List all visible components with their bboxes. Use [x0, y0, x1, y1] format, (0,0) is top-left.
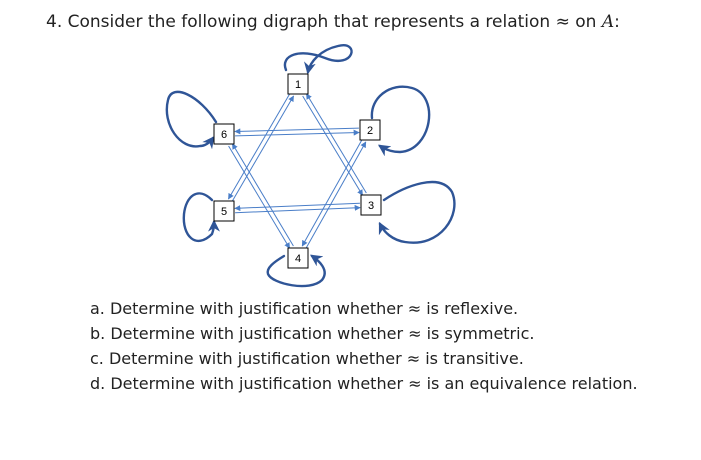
node-2-label: 2	[367, 125, 373, 137]
edge-4-to-6	[231, 143, 294, 247]
question-b-text: Determine with justification whether ≈ i…	[110, 324, 535, 343]
self-loop-3	[378, 180, 456, 244]
edge-1-to-5	[227, 93, 291, 200]
node-2: 2	[359, 119, 381, 141]
self-loops	[165, 44, 456, 288]
self-loop-2	[370, 85, 431, 157]
node-1-label: 1	[295, 79, 301, 91]
digraph: 1 2 3 4 5 6	[165, 44, 456, 288]
question-a-label: a.	[90, 299, 105, 318]
question-c-label: c.	[90, 349, 104, 368]
question-d-label: d.	[90, 374, 106, 393]
question-c: c. Determine with justification whether …	[90, 346, 650, 371]
node-6-label: 6	[221, 129, 227, 141]
question-a-text: Determine with justification whether ≈ i…	[109, 299, 519, 318]
question-b: b. Determine with justification whether …	[90, 321, 650, 346]
self-loop-1	[283, 44, 353, 75]
edge-6-to-2	[235, 129, 360, 137]
edge-3-to-1	[306, 93, 367, 194]
node-6: 6	[213, 123, 235, 145]
problem-title: 4. Consider the following digraph that r…	[46, 12, 620, 32]
edge-5-to-3	[235, 204, 361, 214]
node-1: 1	[287, 73, 309, 95]
node-3: 3	[360, 194, 382, 216]
node-5: 5	[213, 200, 235, 222]
edge-4-to-2	[305, 141, 367, 249]
edge-5-to-1	[231, 95, 295, 202]
nodes: 1 2 3 4 5 6	[213, 73, 382, 269]
question-a: a. Determine with justification whether …	[90, 296, 650, 321]
problem-number: 4.	[46, 12, 63, 32]
edge-3-to-5	[234, 202, 360, 212]
question-b-label: b.	[90, 324, 106, 343]
self-loop-5	[182, 192, 220, 243]
node-5-label: 5	[221, 206, 227, 218]
problem-text: Consider the following digraph that repr…	[67, 12, 597, 32]
edge-6-to-4	[228, 145, 291, 249]
node-4: 4	[287, 247, 309, 269]
edge-2-to-4	[301, 139, 363, 247]
question-c-text: Determine with justification whether ≈ i…	[108, 349, 524, 368]
self-loop-6	[165, 90, 218, 150]
edge-1-to-3	[302, 95, 363, 196]
question-d: d. Determine with justification whether …	[90, 371, 650, 396]
title-suffix: :	[614, 12, 620, 32]
set-symbol: A	[601, 12, 615, 32]
node-3-label: 3	[368, 200, 374, 212]
edges	[227, 93, 367, 249]
edge-2-to-6	[234, 127, 359, 135]
question-d-text: Determine with justification whether ≈ i…	[110, 374, 638, 393]
question-list: a. Determine with justification whether …	[90, 296, 650, 396]
self-loop-4	[266, 254, 326, 288]
node-4-label: 4	[295, 253, 301, 265]
